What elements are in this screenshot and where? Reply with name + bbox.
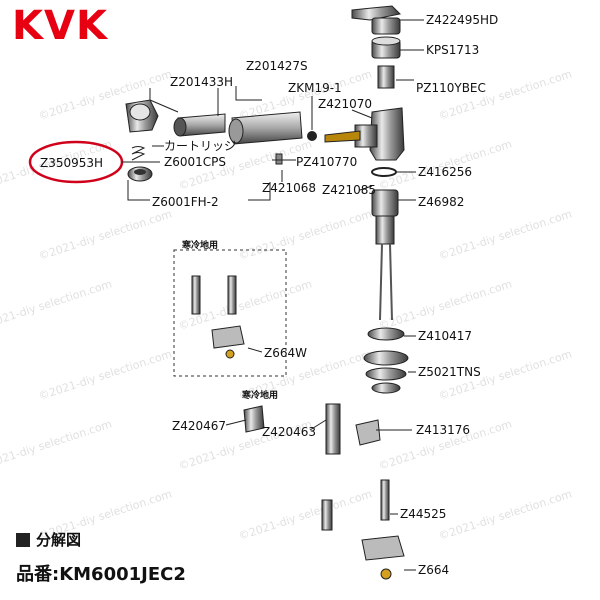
cold-bolts xyxy=(191,275,245,359)
label-Z46982: Z46982 xyxy=(418,195,464,209)
watermark-text: ©2021-diy selection.com xyxy=(37,207,174,262)
leader-lines xyxy=(122,19,424,571)
aerator-spring xyxy=(131,146,146,161)
section-title-text: 分解図 xyxy=(36,531,82,549)
label-Z420467: Z420467 xyxy=(172,419,226,433)
lever-handle xyxy=(351,5,402,35)
clip-pz410770 xyxy=(275,153,283,165)
kvk-logo: KVK xyxy=(12,3,108,49)
part-labels: Z422495HD KPS1713 Z201427S Z201433H ZKM1… xyxy=(40,13,498,577)
cold-region-box-1 xyxy=(173,249,287,377)
label-Z6001CPS: Z6001CPS xyxy=(164,155,226,169)
washers xyxy=(363,327,409,394)
bracket-z664 xyxy=(361,535,405,580)
watermark-text: ©2021-diy selection.com xyxy=(437,207,574,262)
spout-pipe-right xyxy=(228,111,303,145)
spout-pipe-left xyxy=(173,113,226,137)
watermark-text: ©2021-diy selection.com xyxy=(37,347,174,402)
label-Z664W: Z664W xyxy=(264,346,307,360)
bolt-z44525 xyxy=(380,479,390,521)
o-ring xyxy=(371,167,397,177)
square-bullet-icon xyxy=(16,532,30,547)
watermark-text: ©2021-diy selection.com xyxy=(237,67,374,122)
label-Z201427S: Z201427S xyxy=(246,59,308,73)
label-Z422495HD: Z422495HD xyxy=(426,13,498,27)
label-Z664: Z664 xyxy=(418,563,449,577)
label-KPS1713: KPS1713 xyxy=(426,43,479,57)
label-Z421068: Z421068 xyxy=(262,181,316,195)
supply-rods xyxy=(379,243,393,321)
watermark-text: ©2021-diy selection.com xyxy=(237,207,374,262)
watermark-text: ©2021-diy selection.com xyxy=(437,487,574,542)
cold-valve xyxy=(243,403,341,531)
label-Z44525: Z44525 xyxy=(400,507,446,521)
model-number: 品番:KM6001JEC2 xyxy=(16,564,186,585)
watermark-text: ©2021-diy selection.com xyxy=(0,277,114,332)
watermark-text: ©2021-diy selection.com xyxy=(377,277,514,332)
watermark-text: ©2021-diy selection.com xyxy=(0,417,114,472)
label-Z420463: Z420463 xyxy=(262,425,316,439)
label-Z413176: Z413176 xyxy=(416,423,470,437)
aerator-cartridge xyxy=(127,166,153,182)
label-Z410417: Z410417 xyxy=(418,329,472,343)
label-Z350953H: Z350953H xyxy=(40,156,103,170)
faucet-body xyxy=(307,107,405,161)
label-Z201433H: Z201433H xyxy=(170,75,233,89)
label-cold-region-2: 寒冷地用 xyxy=(241,389,278,401)
label-PZ410770: PZ410770 xyxy=(296,155,357,169)
label-ZKM19-1: ZKM19-1 xyxy=(288,81,342,95)
label-Z6001FH-2: Z6001FH-2 xyxy=(152,195,219,209)
label-Z421085: Z421085 xyxy=(322,183,376,197)
watermark-text: ©2021-diy selection.com xyxy=(237,487,374,542)
label-cold-region-1: 寒冷地用 xyxy=(181,239,218,251)
bracket-z413176 xyxy=(355,419,381,446)
label-PZ110YBEC: PZ110YBEC xyxy=(416,81,486,95)
small-bushing xyxy=(377,65,395,89)
mount-nut xyxy=(371,189,399,245)
cap-nut xyxy=(371,36,401,59)
section-title: 分解図 xyxy=(16,529,81,550)
label-Z421070: Z421070 xyxy=(318,97,372,111)
label-Z5021TNS: Z5021TNS xyxy=(418,365,481,379)
label-Z416256: Z416256 xyxy=(418,165,472,179)
watermark-text: ©2021-diy selection.com xyxy=(437,67,574,122)
spout-head xyxy=(125,99,159,133)
label-cartridge: カートリッジ xyxy=(164,139,236,153)
